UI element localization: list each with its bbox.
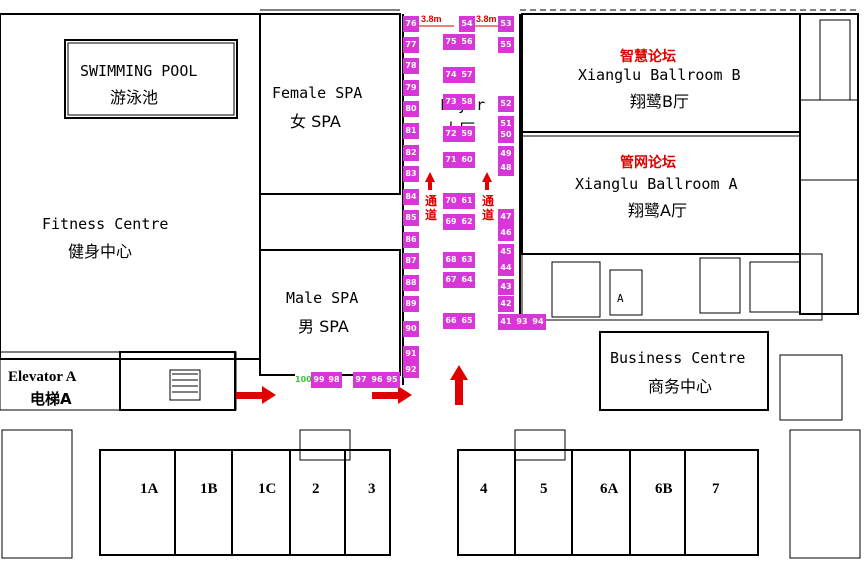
booth-52[interactable]: 52	[498, 96, 514, 112]
booth-79[interactable]: 79	[403, 80, 419, 96]
ballroom-b-label: Xianglu Ballroom B	[578, 66, 741, 84]
booth-72[interactable]: 72	[443, 126, 459, 142]
booth-92[interactable]: 92	[403, 362, 419, 378]
booth-62[interactable]: 62	[459, 214, 475, 230]
booth-85[interactable]: 85	[403, 210, 419, 226]
meeting-room-1b: 1B	[200, 481, 218, 497]
booth-58[interactable]: 58	[459, 94, 475, 110]
booth-96[interactable]: 96	[369, 372, 385, 388]
meeting-room-3: 3	[368, 481, 376, 497]
male-spa-cn-label: 男 SPA	[298, 317, 349, 336]
meeting-room-6b: 6B	[655, 481, 673, 497]
meeting-room-7: 7	[712, 481, 720, 497]
booth-77[interactable]: 77	[403, 37, 419, 53]
booth-98[interactable]: 98	[326, 372, 342, 388]
arrow-up-icon	[482, 172, 492, 190]
swimming-pool-cn-label: 游泳池	[110, 88, 159, 107]
booth-83[interactable]: 83	[403, 166, 419, 182]
booth-90[interactable]: 90	[403, 321, 419, 337]
booth-78[interactable]: 78	[403, 58, 419, 74]
booth-95[interactable]: 95	[384, 372, 400, 388]
forum-b-label: 智慧论坛	[620, 49, 676, 65]
booth-68[interactable]: 68	[443, 252, 459, 268]
room-a-small-label: A	[617, 292, 624, 305]
booth-81[interactable]: 81	[403, 123, 419, 139]
meeting-room-1c: 1C	[258, 481, 277, 497]
fitness-centre-cn-label: 健身中心	[68, 242, 133, 261]
business-centre-cn-label: 商务中心	[648, 377, 713, 396]
booth-41[interactable]: 41	[498, 314, 514, 330]
elevator-cn-label: 电梯A	[30, 390, 72, 408]
booth-65[interactable]: 65	[459, 313, 475, 329]
booth-55[interactable]: 55	[498, 37, 514, 53]
booth-91[interactable]: 91	[403, 346, 419, 362]
booth-75[interactable]: 75	[443, 34, 459, 50]
booth-93[interactable]: 93	[514, 314, 530, 330]
booth-56[interactable]: 56	[459, 34, 475, 50]
booth-74[interactable]: 74	[443, 67, 459, 83]
arrow-up-icon	[450, 365, 468, 405]
booth-89[interactable]: 89	[403, 296, 419, 312]
booth-43[interactable]: 43	[498, 279, 514, 295]
booth-45[interactable]: 45	[498, 244, 514, 260]
meeting-room-5: 5	[540, 481, 548, 497]
booth-94[interactable]: 94	[530, 314, 546, 330]
booth-57[interactable]: 57	[459, 67, 475, 83]
business-centre-label: Business Centre	[610, 349, 746, 367]
booth-86[interactable]: 86	[403, 232, 419, 248]
arrow-up-icon	[425, 172, 435, 190]
meeting-room-2: 2	[312, 481, 320, 497]
meeting-room-6a: 6A	[600, 481, 619, 497]
arrow-right-icon	[236, 386, 276, 404]
booth-50[interactable]: 50	[498, 127, 514, 143]
booth-63[interactable]: 63	[459, 252, 475, 268]
aisle-width-label-left: 3.8m	[421, 14, 442, 24]
aisle-width-label-right: 3.8m	[476, 14, 497, 24]
female-spa-label: Female SPA	[272, 84, 363, 102]
meeting-room-4: 4	[480, 481, 488, 497]
booth-67[interactable]: 67	[443, 272, 459, 288]
meeting-room-1a: 1A	[140, 481, 159, 497]
booth-99[interactable]: 99	[311, 372, 327, 388]
forum-a-label: 管网论坛	[620, 155, 676, 171]
booth-49[interactable]: 49	[498, 146, 514, 162]
booth-76[interactable]: 76	[403, 16, 419, 32]
booth-84[interactable]: 84	[403, 189, 419, 205]
booth-66[interactable]: 66	[443, 313, 459, 329]
booth-80[interactable]: 80	[403, 101, 419, 117]
booth-46[interactable]: 46	[498, 225, 514, 241]
arrow-right-icon	[372, 386, 412, 404]
booth-48[interactable]: 48	[498, 160, 514, 176]
booth-100[interactable]: 100	[295, 372, 312, 388]
ballroom-b-cn-label: 翔鹭B厅	[630, 92, 689, 111]
booth-88[interactable]: 88	[403, 275, 419, 291]
booth-44[interactable]: 44	[498, 260, 514, 276]
booth-69[interactable]: 69	[443, 214, 459, 230]
booth-82[interactable]: 82	[403, 145, 419, 161]
ballroom-a-cn-label: 翔鹭A厅	[628, 201, 687, 220]
elevator-label: Elevator A	[8, 369, 77, 385]
ballroom-a-label: Xianglu Ballroom A	[575, 175, 738, 193]
booth-71[interactable]: 71	[443, 152, 459, 168]
booth-70[interactable]: 70	[443, 193, 459, 209]
booth-47[interactable]: 47	[498, 209, 514, 225]
booth-73[interactable]: 73	[443, 94, 459, 110]
booth-54[interactable]: 54	[459, 16, 475, 32]
booth-42[interactable]: 42	[498, 296, 514, 312]
booth-64[interactable]: 64	[459, 272, 475, 288]
fitness-centre-label: Fitness Centre	[42, 215, 169, 233]
booth-53[interactable]: 53	[498, 16, 514, 32]
booth-87[interactable]: 87	[403, 253, 419, 269]
female-spa-cn-label: 女 SPA	[290, 112, 341, 131]
booth-59[interactable]: 59	[459, 126, 475, 142]
passage-label-right: 通道	[482, 194, 495, 222]
booth-97[interactable]: 97	[353, 372, 369, 388]
booth-60[interactable]: 60	[459, 152, 475, 168]
booth-61[interactable]: 61	[459, 193, 475, 209]
swimming-pool-label: SWIMMING POOL	[80, 62, 198, 80]
passage-label-left: 通道	[425, 194, 438, 222]
male-spa-label: Male SPA	[286, 289, 359, 307]
